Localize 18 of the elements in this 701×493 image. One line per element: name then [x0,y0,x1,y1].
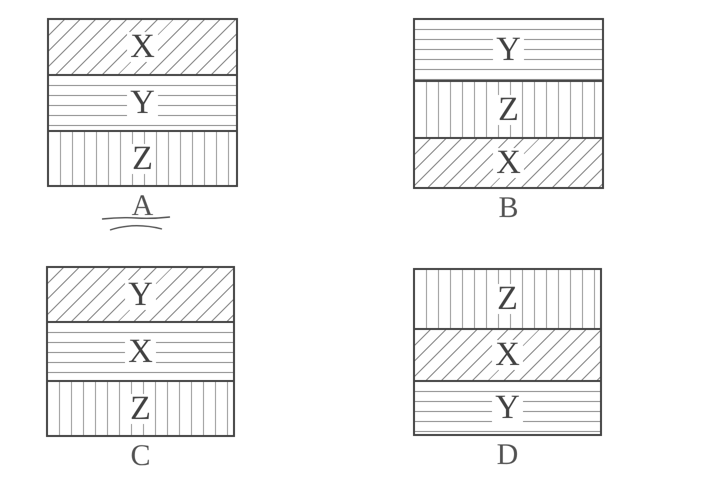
vertical-lined-layer [49,130,236,185]
option-letter: B [498,193,518,223]
option-letter: A [132,191,154,221]
vertical-lined-layer [48,380,233,435]
diagonal-hatched-layer [48,268,233,321]
layer-letter: X [493,148,524,178]
diagonal-hatched-layer [415,137,602,187]
vertical-lined-layer [415,80,602,137]
diagonal-hatched-layer [415,328,600,380]
option-letter: D [496,440,518,470]
layer-letter: X [492,340,523,370]
horizontal-lined-layer [415,380,600,434]
layer-letter: Y [127,88,158,118]
layer-letter: X [127,32,158,62]
option-letter: C [130,441,150,471]
diagonal-hatched-layer [49,20,236,74]
layer-letter: Y [125,280,156,310]
layer-letter: Y [492,393,523,423]
